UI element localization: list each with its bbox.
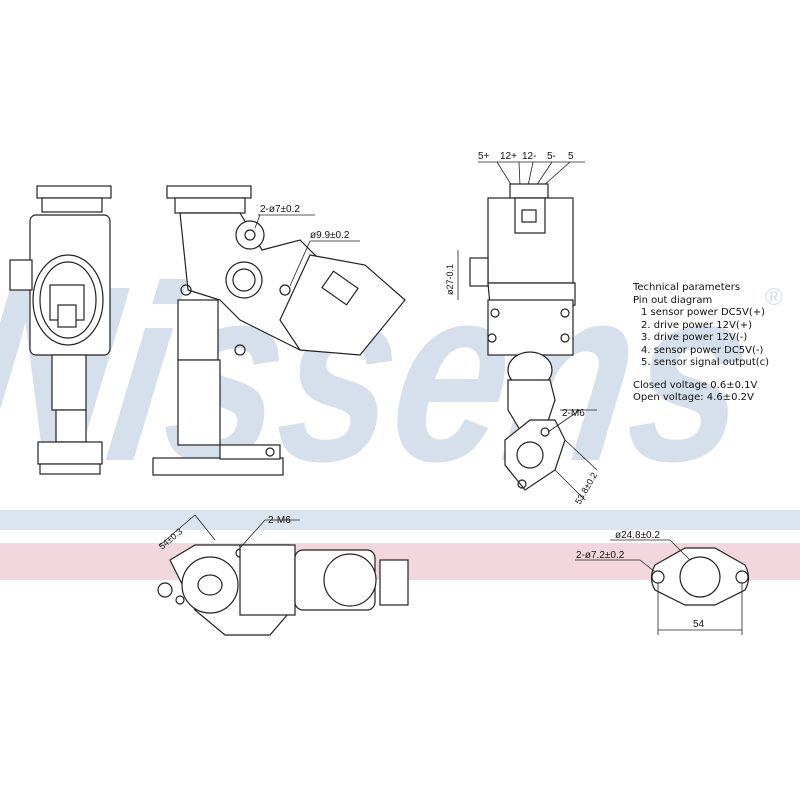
pin-item: 2. drive power 12V(+)	[641, 319, 753, 331]
dim-gasket-pitch: 54	[693, 619, 705, 630]
valve-bottom-view	[157, 514, 409, 636]
pin-labels: 5+ 12+ 12- 5- 5	[478, 151, 574, 162]
valve-side-view	[152, 185, 406, 476]
technical-parameters: Technical parameters Pin out diagram 1 s…	[633, 282, 769, 405]
pin-label: 12+	[500, 151, 517, 162]
pin-item: 4. sensor power DC5V(-)	[641, 344, 764, 356]
pin-item: 3. drive power 12V(-)	[641, 332, 748, 343]
pin-label: 12-	[522, 151, 536, 162]
dim-right-threads: 2-M6	[562, 408, 585, 419]
blue-band	[0, 510, 800, 530]
pin-label: 5+	[478, 151, 490, 162]
valve-right-view	[457, 161, 598, 501]
dim-bore: ø9.9±0.2	[310, 230, 350, 241]
valve-front-view	[9, 185, 112, 475]
params-subtitle: Pin out diagram	[633, 294, 713, 306]
svg-text:®: ®	[765, 284, 783, 311]
closed-voltage: Closed voltage 0.6±0.1V	[633, 379, 758, 391]
dim-connector-dia: ø27-0.1	[445, 264, 455, 295]
pin-item: 5. sensor signal output(c)	[641, 357, 770, 368]
dim-gasket-holes: 2-ø7.2±0.2	[576, 550, 625, 561]
pin-item: 1 sensor power DC5V(+)	[641, 307, 766, 318]
params-title: Technical parameters	[633, 282, 741, 293]
dim-bottom-threads: 2-M6	[268, 515, 291, 526]
gasket-view	[575, 539, 750, 635]
dim-side-holes: 2-ø7±0.2	[260, 204, 300, 215]
pin-label: 5-	[547, 151, 556, 162]
dim-gasket-bore: ø24.8±0.2	[615, 530, 660, 541]
pin-label: 5	[568, 151, 574, 162]
open-voltage: Open voltage: 4.6±0.2V	[633, 392, 754, 403]
